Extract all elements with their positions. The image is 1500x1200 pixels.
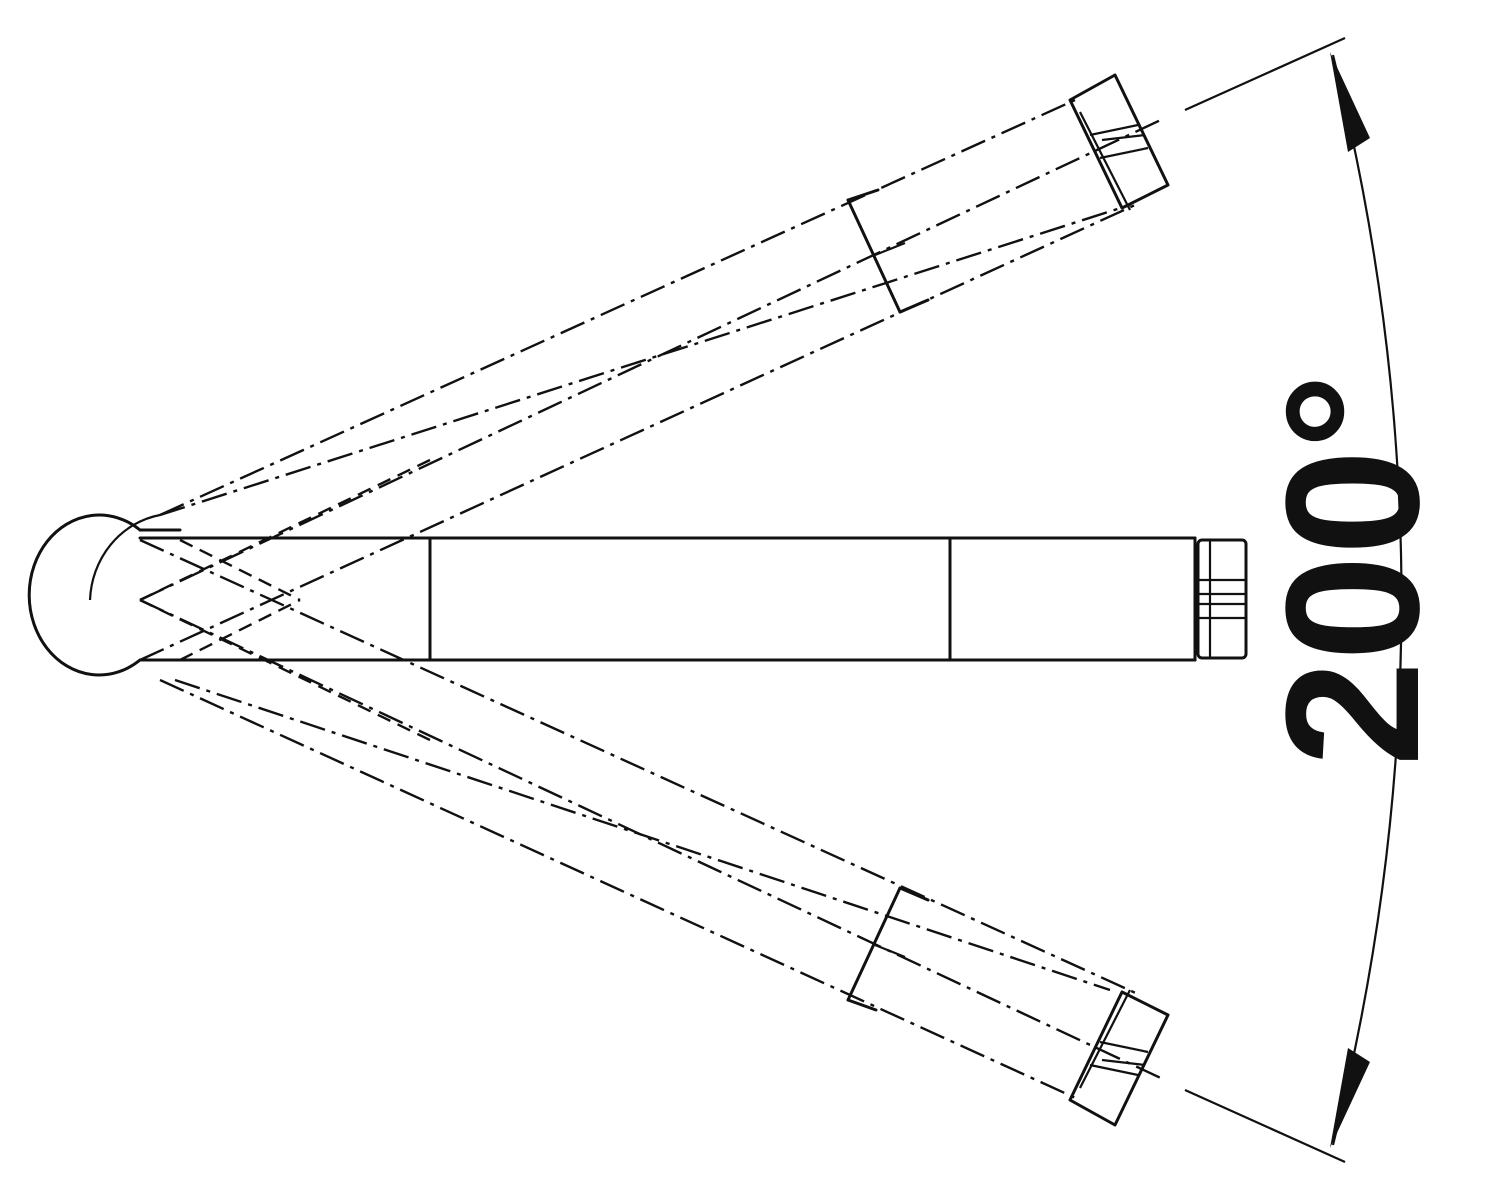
spout-lower-position [139, 538, 1170, 1127]
spout-upper-position [139, 73, 1170, 662]
spout-aerator-upper [1068, 73, 1170, 211]
spout-aerator-center [1196, 538, 1248, 660]
spout-center-position [138, 536, 1248, 662]
swivel-angle-dimension: 200° [1184, 36, 1459, 1164]
swivel-base [27, 513, 182, 677]
swivel-angle-label: 200° [1247, 374, 1459, 767]
dimension-arrow-bottom [1330, 1048, 1370, 1148]
spout-aerator-lower [1068, 989, 1170, 1127]
dimension-arrow-top [1330, 52, 1370, 152]
